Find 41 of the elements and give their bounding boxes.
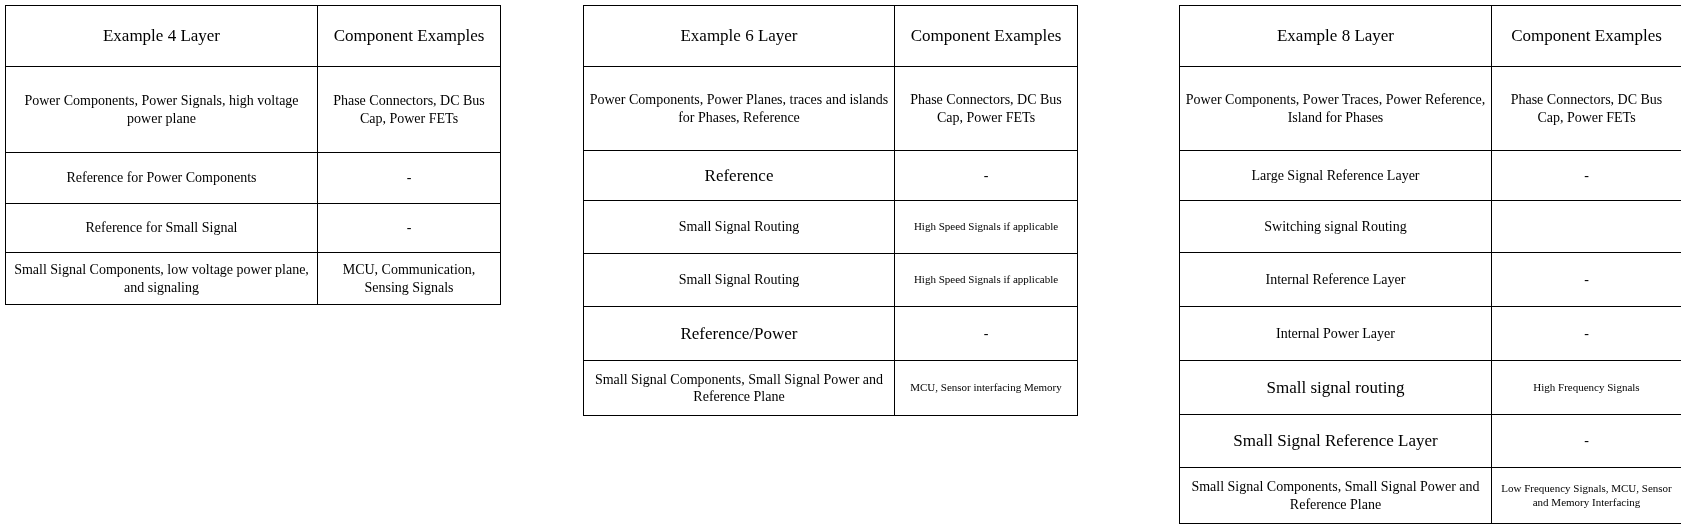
table-cell: Large Signal Reference Layer [1180,151,1492,201]
table-cell: - [318,204,500,253]
table-cell: Reference [584,151,895,201]
table-cell: Power Components, Power Planes, traces and islands for Phases, Reference [584,67,895,151]
table-cell: High Frequency Signals [1492,361,1681,415]
table-cell: Power Components, Power Traces, Power Reference, Island for Phases [1180,67,1492,151]
table-cell-text: MCU, Communication, Sensing Signals [341,261,477,297]
column-header: Example 8 Layer [1180,6,1492,67]
table-cell: - [895,151,1077,201]
table-cell: Phase Connectors, DC Bus Cap, Power FETs [318,67,500,153]
table-cell: Small Signal Components, Small Signal Power and Reference Plane [1180,468,1492,523]
table-cell: Small Signal Reference Layer [1180,415,1492,468]
table-cell: Phase Connectors, DC Bus Cap, Power FETs [1492,67,1681,151]
column-header: Example 4 Layer [6,6,318,67]
table-cell: Switching signal Routing [1180,201,1492,253]
table-cell: Power Components, Power Signals, high voltage power plane [6,67,318,153]
table-cell: Reference/Power [584,307,895,361]
table-cell: Small Signal Routing [584,201,895,254]
table-cell: Small Signal Components, Small Signal Power and Reference Plane [584,361,895,415]
table-cell: - [895,307,1077,361]
table-cell: - [1492,307,1681,361]
table-cell: Internal Reference Layer [1180,253,1492,307]
table-cell: Small signal routing [1180,361,1492,415]
table-cell-text: Low Frequency Signals, MCU, Sensor and Memory Interfacing [1500,480,1673,510]
table-cell: Small Signal Components, low voltage power plane, and signaling [6,253,318,304]
table-cell: Small Signal Routing [584,254,895,307]
table-cell: - [1492,415,1681,468]
table-cell: - [1492,253,1681,307]
column-header: Component Examples [895,6,1077,67]
column-header: Component Examples [1492,6,1681,67]
table-cell: Internal Power Layer [1180,307,1492,361]
column-header: Component Examples [318,6,500,67]
table-cell: - [318,153,500,204]
table-cell: Reference for Power Components [6,153,318,204]
table-cell: - [1492,151,1681,201]
table-cell: Phase Connectors, DC Bus Cap, Power FETs [895,67,1077,151]
table-cell-text: MCU, Sensor interfacing Memory [909,380,1063,396]
table-cell: Reference for Small Signal [6,204,318,253]
table-cell: High Speed Signals if applicable [895,254,1077,307]
column-header: Example 6 Layer [584,6,895,67]
table-cell: High Speed Signals if applicable [895,201,1077,254]
